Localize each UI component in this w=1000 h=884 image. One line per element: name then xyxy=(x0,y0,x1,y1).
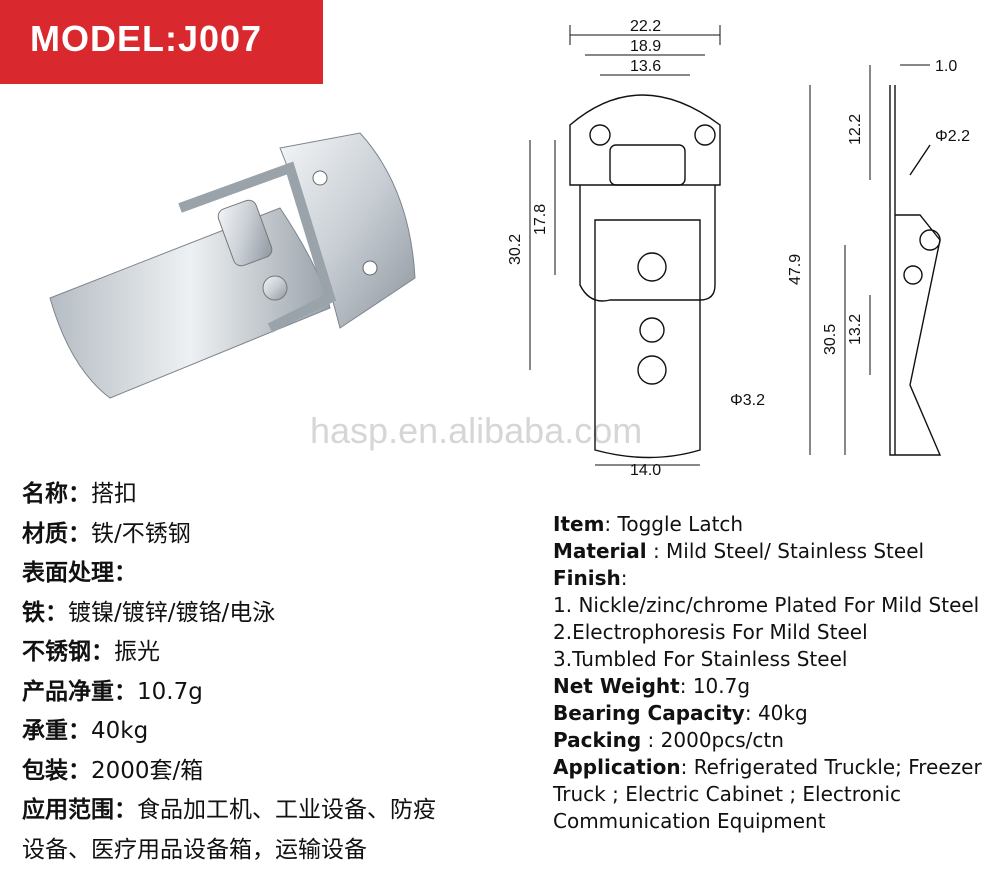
model-banner: MODEL:J007 xyxy=(0,0,323,84)
cn-spec-row: 设备、医疗用品设备箱，运输设备 xyxy=(22,836,367,863)
item-row: Item: Toggle Latch xyxy=(553,512,744,536)
cn-spec-row: 包装：2000套/箱 xyxy=(22,757,204,784)
weight-row: Net Weight: 10.7g xyxy=(553,674,751,698)
cn-spec-row: 应用范围：食品加工机、工业设备、防疫 xyxy=(22,797,436,823)
cn-spec-row: 不锈钢：振光 xyxy=(22,639,160,665)
product-photo xyxy=(49,132,416,399)
dim-h6: 12.2 xyxy=(847,114,864,145)
dim-d1: Φ2.2 xyxy=(935,128,970,145)
application-row: Application: Refrigerated Truckle; Freez… xyxy=(553,755,982,833)
dim-h4: 30.5 xyxy=(822,324,839,355)
cn-spec-row: 承重：40kg xyxy=(22,718,149,744)
bearing-row: Bearing Capacity: 40kg xyxy=(553,701,808,725)
technical-drawing: 22.2 18.9 13.6 14.0 30.2 17.8 47.9 30.5 … xyxy=(507,18,970,479)
watermark: hasp.en.alibaba.com xyxy=(310,410,643,451)
dim-w3: 13.6 xyxy=(630,58,661,75)
dim-h5: 13.2 xyxy=(847,314,864,345)
dim-w1: 22.2 xyxy=(630,18,661,35)
material-row: Material : Mild Steel/ Stainless Steel xyxy=(553,539,925,563)
cn-spec-row: 表面处理： xyxy=(22,560,137,586)
dim-t1: 1.0 xyxy=(935,58,957,75)
english-spec-list: Item: Toggle Latch Material : Mild Steel… xyxy=(553,511,1000,835)
dim-h3: 47.9 xyxy=(787,254,804,285)
finish-row: Finish: xyxy=(553,566,628,590)
cn-spec-row: 铁：镀镍/镀锌/镀铬/电泳 xyxy=(22,599,276,626)
finish-3: 3.Tumbled For Stainless Steel xyxy=(553,647,848,671)
dim-w4: 14.0 xyxy=(630,462,661,479)
cn-spec-row: 材质：铁/不锈钢 xyxy=(22,520,191,547)
finish-2: 2.Electrophoresis For Mild Steel xyxy=(553,620,868,644)
chinese-spec-list: 名称：搭扣 材质：铁/不锈钢 表面处理： 铁：镀镍/镀锌/镀铬/电泳 不锈钢：振… xyxy=(22,475,542,870)
dim-h2: 17.8 xyxy=(532,204,549,235)
cn-spec-row: 产品净重：10.7g xyxy=(22,678,203,705)
dim-h1: 30.2 xyxy=(507,234,524,265)
dim-w2: 18.9 xyxy=(630,38,661,55)
cn-spec-row: 名称：搭扣 xyxy=(22,481,137,507)
finish-1: 1. Nickle/zinc/chrome Plated For Mild St… xyxy=(553,593,980,617)
packing-row: Packing : 2000pcs/ctn xyxy=(553,728,784,752)
model-title: MODEL:J007 xyxy=(30,18,263,59)
dim-d2: Φ3.2 xyxy=(730,392,765,409)
